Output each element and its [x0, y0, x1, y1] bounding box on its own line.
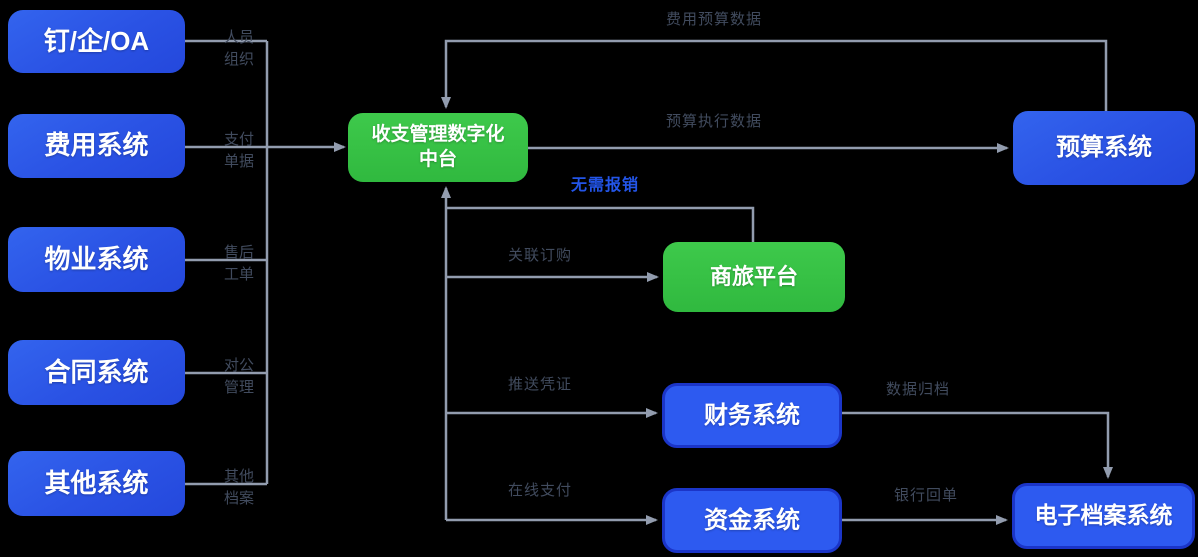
- node-budget-system: 预算系统: [1013, 111, 1195, 185]
- edge-label-data-archive: 数据归档: [886, 381, 951, 398]
- node-travel-platform: 商旅平台: [663, 242, 845, 312]
- node-label: 财务系统: [704, 401, 800, 429]
- edge-left-spine: [185, 39, 269, 486]
- node-label: 钉/企/OA: [43, 25, 150, 56]
- node-label: 商旅平台: [709, 263, 798, 289]
- node-central-platform: 收支管理数字化 中台: [348, 113, 528, 182]
- node-earchive-system: 电子档案系统: [1012, 483, 1195, 549]
- edge-label-push-voucher: 推送凭证: [508, 376, 573, 393]
- edge-label-no-reimbursement: 无需报销: [571, 177, 640, 194]
- edge-budget-to-central: [441, 39, 1108, 111]
- node-label: 费用系统: [44, 130, 149, 161]
- node-contract-system: 合同系统: [8, 340, 185, 405]
- node-dingtalk-oa: 钉/企/OA: [8, 10, 185, 73]
- edge-label-budget-execution-data: 预算执行数据: [666, 113, 763, 130]
- node-label: 电子档案系统: [1034, 502, 1173, 529]
- edge-label-related-purchase: 关联订购: [508, 247, 573, 264]
- node-label: 其他系统: [44, 467, 149, 498]
- node-treasury-system: 资金系统: [662, 488, 842, 553]
- edge-label-expense-budget-data: 费用预算数据: [666, 11, 763, 28]
- node-other-system: 其他系统: [8, 451, 185, 516]
- edge-label-aftersales-order: 售后 工单: [223, 244, 254, 283]
- node-label: 资金系统: [704, 506, 800, 534]
- edge-label-payment-docs: 支付 单据: [223, 131, 254, 170]
- node-label: 收支管理数字化 中台: [371, 123, 505, 170]
- node-expense-system: 费用系统: [8, 114, 185, 178]
- edge-label-bank-receipt: 银行回单: [894, 487, 959, 504]
- node-finance-system: 财务系统: [662, 383, 842, 448]
- edge-label-other-archive: 其他 档案: [223, 468, 254, 507]
- node-label: 合同系统: [44, 356, 149, 387]
- node-label: 物业系统: [44, 243, 149, 274]
- node-property-system: 物业系统: [8, 227, 185, 292]
- edge-travel-to-trunk: [446, 206, 755, 242]
- node-label: 预算系统: [1056, 134, 1152, 162]
- edge-label-corporate-mgmt: 对公 管理: [223, 357, 254, 396]
- edge-label-online-payment: 在线支付: [508, 482, 573, 499]
- edge-label-personnel-org: 人员 组织: [223, 29, 254, 68]
- edge-finance-to-earchive: [842, 411, 1113, 479]
